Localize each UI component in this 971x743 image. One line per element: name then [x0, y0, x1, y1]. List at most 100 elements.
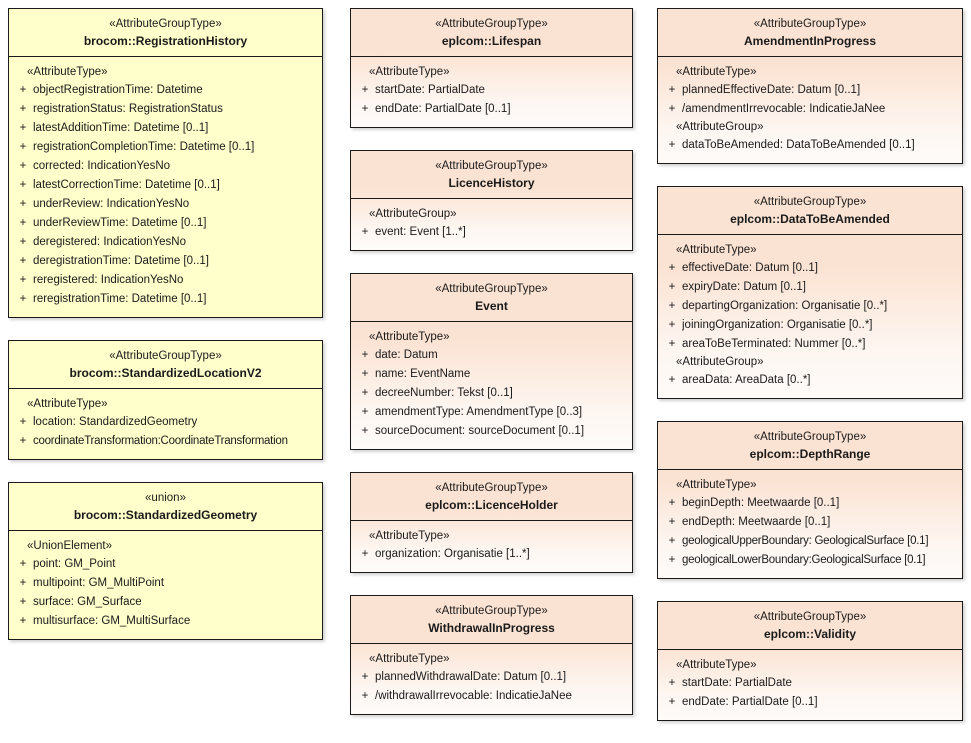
- attribute-row[interactable]: +plannedWithdrawalDate: Datum [0..1]: [355, 668, 628, 687]
- uml-class-eplcom-validity[interactable]: «AttributeGroupType»eplcom::Validity«Att…: [657, 601, 963, 721]
- class-attributes-compartment: «AttributeType»+beginDepth: Meetwaarde […: [658, 470, 962, 578]
- attribute-row[interactable]: +date: Datum: [355, 346, 628, 365]
- diagram-column-right: «AttributeGroupType»AmendmentInProgress«…: [657, 8, 963, 743]
- uml-class-amendmentinprogress[interactable]: «AttributeGroupType»AmendmentInProgress«…: [657, 8, 963, 164]
- uml-class-brocom-standardizedlocationv2[interactable]: «AttributeGroupType»brocom::Standardized…: [8, 340, 323, 460]
- attribute-row[interactable]: +registrationCompletionTime: Datetime [0…: [13, 138, 318, 157]
- attribute-visibility: +: [19, 217, 27, 229]
- attribute-visibility: +: [19, 293, 27, 305]
- class-stereotype: «AttributeGroupType»: [753, 431, 867, 443]
- class-attributes-compartment: «AttributeType»+plannedEffectiveDate: Da…: [658, 57, 962, 163]
- attribute-row[interactable]: +underReview: IndicationYesNo: [13, 195, 318, 214]
- attribute-signature: latestCorrectionTime: Datetime [0..1]: [33, 179, 220, 191]
- class-stereotype: «AttributeGroupType»: [753, 611, 867, 623]
- uml-class-licencehistory[interactable]: «AttributeGroupType»LicenceHistory«Attri…: [350, 150, 633, 251]
- attribute-row[interactable]: +startDate: PartialDate: [355, 81, 628, 100]
- attribute-visibility: +: [668, 497, 676, 509]
- attribute-row[interactable]: +location: StandardizedGeometry: [13, 413, 318, 432]
- uml-class-eplcom-licenceholder[interactable]: «AttributeGroupType»eplcom::LicenceHolde…: [350, 472, 633, 573]
- class-attributes-compartment: «AttributeType»+objectRegistrationTime: …: [9, 57, 322, 317]
- attribute-row[interactable]: +latestCorrectionTime: Datetime [0..1]: [13, 176, 318, 195]
- attribute-group-label: «AttributeType»: [27, 398, 108, 410]
- attribute-signature: point: GM_Point: [33, 558, 116, 570]
- attribute-row[interactable]: +joiningOrganization: Organisatie [0..*]: [662, 316, 958, 335]
- attribute-row[interactable]: +decreeNumber: Tekst [0..1]: [355, 384, 628, 403]
- attribute-row[interactable]: +multisurface: GM_MultiSurface: [13, 612, 318, 631]
- attribute-visibility: +: [361, 103, 369, 115]
- attribute-row[interactable]: +/amendmentIrrevocable: IndicatieJaNee: [662, 100, 958, 119]
- attribute-row[interactable]: +startDate: PartialDate: [662, 674, 958, 693]
- attribute-signature: organization: Organisatie [1..*]: [375, 548, 530, 560]
- class-name: LicenceHistory: [448, 176, 535, 190]
- attribute-row[interactable]: +endDepth: Meetwaarde [0..1]: [662, 513, 958, 532]
- class-header: «AttributeGroupType»eplcom::LicenceHolde…: [351, 473, 632, 521]
- attribute-row[interactable]: +effectiveDate: Datum [0..1]: [662, 259, 958, 278]
- attribute-row[interactable]: +endDate: PartialDate [0..1]: [662, 693, 958, 712]
- attribute-row[interactable]: +endDate: PartialDate [0..1]: [355, 100, 628, 119]
- attribute-row[interactable]: +areaData: AreaData [0..*]: [662, 371, 958, 390]
- attribute-row[interactable]: +sourceDocument: sourceDocument [0..1]: [355, 422, 628, 441]
- attribute-row[interactable]: +/withdrawalIrrevocable: IndicatieJaNee: [355, 687, 628, 706]
- class-stereotype: «AttributeGroupType»: [435, 283, 548, 295]
- attribute-row[interactable]: +expiryDate: Datum [0..1]: [662, 278, 958, 297]
- attribute-visibility: +: [19, 122, 27, 134]
- attribute-row[interactable]: +geologicalLowerBoundary:GeologicalSurfa…: [662, 551, 958, 570]
- attribute-signature: expiryDate: Datum [0..1]: [682, 281, 806, 293]
- attribute-row[interactable]: +amendmentType: AmendmentType [0..3]: [355, 403, 628, 422]
- attribute-row[interactable]: +dataToBeAmended: DataToBeAmended [0..1]: [662, 136, 958, 155]
- attribute-row[interactable]: + reregistrationTime: Datetime [0..1]: [13, 290, 318, 309]
- attribute-visibility: +: [361, 84, 369, 96]
- attribute-group-label: «AttributeType»: [676, 244, 757, 256]
- attribute-row[interactable]: +multipoint: GM_MultiPoint: [13, 574, 318, 593]
- attribute-row[interactable]: + organization: Organisatie [1..*]: [355, 545, 628, 564]
- attribute-row[interactable]: +geologicalUpperBoundary: GeologicalSurf…: [662, 532, 958, 551]
- uml-class-brocom-standardizedgeometry[interactable]: «union»brocom::StandardizedGeometry«Unio…: [8, 482, 323, 640]
- attribute-row[interactable]: +name: EventName: [355, 365, 628, 384]
- attribute-row[interactable]: +deregistered: IndicationYesNo: [13, 233, 318, 252]
- uml-class-event[interactable]: «AttributeGroupType»Event«AttributeType»…: [350, 273, 633, 450]
- attribute-row[interactable]: +event: Event [1..*]: [355, 223, 628, 242]
- class-stereotype: «AttributeGroupType»: [435, 482, 548, 494]
- class-attributes-compartment: «UnionElement» +point: GM_Point+multipoin…: [9, 531, 322, 639]
- uml-class-eplcom-lifespan[interactable]: «AttributeGroupType»eplcom::Lifespan«Att…: [350, 8, 633, 128]
- attribute-row[interactable]: +deregistrationTime: Datetime [0..1]: [13, 252, 318, 271]
- attribute-signature: areaToBeTerminated: Nummer [0..*]: [682, 338, 866, 350]
- uml-class-brocom-registrationhistory[interactable]: «AttributeGroupType»brocom::Registration…: [8, 8, 323, 318]
- attribute-signature: date: Datum: [375, 349, 438, 361]
- attribute-row[interactable]: +surface: GM_Surface: [13, 593, 318, 612]
- class-attributes-compartment: «AttributeType»+organization: Organisati…: [351, 521, 632, 572]
- attribute-row[interactable]: +beginDepth: Meetwaarde [0..1]: [662, 494, 958, 513]
- attribute-signature: departingOrganization: Organisatie [0..*…: [682, 300, 888, 312]
- class-stereotype: «union»: [145, 492, 186, 504]
- class-stereotype: «AttributeGroupType»: [109, 350, 222, 362]
- attribute-visibility: +: [19, 435, 27, 447]
- class-header: «AttributeGroupType»brocom::Registration…: [9, 9, 322, 57]
- class-name: eplcom::Validity: [763, 627, 857, 641]
- class-stereotype: «AttributeGroupType»: [109, 18, 222, 30]
- attribute-visibility: +: [19, 255, 27, 267]
- attribute-row[interactable]: +reregistered: IndicationYesNo: [13, 271, 318, 290]
- attribute-row[interactable]: +registrationStatus: RegistrationStatus: [13, 100, 318, 119]
- attribute-row[interactable]: +point: GM_Point: [13, 555, 318, 574]
- class-name: brocom::RegistrationHistory: [83, 34, 248, 48]
- attribute-visibility: +: [668, 535, 676, 547]
- attribute-row[interactable]: +coordinateTransformation:CoordinateTran…: [13, 432, 318, 451]
- attribute-signature: reregistrationTime: Datetime [0..1]: [33, 293, 207, 305]
- attribute-row[interactable]: +plannedEffectiveDate: Datum [0..1]: [662, 81, 958, 100]
- attribute-row[interactable]: + underReviewTime: Datetime [0..1]: [13, 214, 318, 233]
- attribute-row[interactable]: +areaToBeTerminated: Nummer [0..*]: [662, 335, 958, 354]
- attribute-signature: underReviewTime: Datetime [0..1]: [33, 217, 207, 229]
- uml-class-eplcom-depthrange[interactable]: «AttributeGroupType»eplcom::DepthRange«A…: [657, 421, 963, 579]
- class-name: brocom::StandardizedGeometry: [73, 508, 258, 522]
- uml-class-withdrawalinprogress[interactable]: «AttributeGroupType»WithdrawalInProgress…: [350, 595, 633, 715]
- attribute-visibility: +: [361, 548, 369, 560]
- attribute-row[interactable]: +departingOrganization: Organisatie [0..…: [662, 297, 958, 316]
- attribute-row[interactable]: +latestAdditionTime: Datetime [0..1]: [13, 119, 318, 138]
- attribute-visibility: +: [361, 226, 369, 238]
- attribute-visibility: +: [361, 671, 369, 683]
- attribute-row[interactable]: +corrected: IndicationYesNo: [13, 157, 318, 176]
- attribute-signature: plannedEffectiveDate: Datum [0..1]: [682, 84, 861, 96]
- uml-class-eplcom-datatobeamended[interactable]: «AttributeGroupType»eplcom::DataToBeAmen…: [657, 186, 963, 399]
- attribute-row[interactable]: +objectRegistrationTime: Datetime: [13, 81, 318, 100]
- attribute-group-label: «UnionElement»: [27, 540, 113, 552]
